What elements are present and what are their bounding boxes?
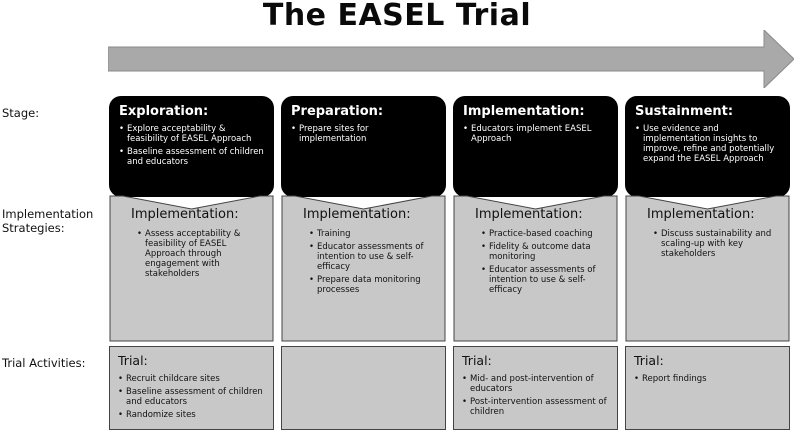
stage-box-sustainment: Sustainment: Use evidence and implementat…	[625, 96, 790, 197]
bullet-list: Recruit childcare sitesBaseline assessme…	[118, 374, 265, 420]
bullet-item: Recruit childcare sites	[118, 374, 265, 384]
bullet-item: Prepare data monitoring processes	[309, 275, 440, 295]
trial-title: Trial:	[462, 353, 492, 368]
bullet-item: Post-intervention assessment of children	[462, 397, 609, 417]
trial-title: Trial:	[634, 353, 664, 368]
stage-title: Exploration:	[119, 104, 209, 119]
strategy-box-implementation: Implementation: Practice-based coachingFi…	[453, 195, 618, 342]
bullet-item: Assess acceptability & feasibility of EA…	[137, 229, 268, 279]
trial-box-implementation: Trial: Mid- and post-intervention of educ…	[453, 346, 618, 430]
bullet-list: Educators implement EASEL Approach	[463, 124, 610, 144]
bullet-list: Mid- and post-intervention of educatorsP…	[462, 374, 609, 417]
bullet-item: Mid- and post-intervention of educators	[462, 374, 609, 394]
strategy-title: Implementation:	[131, 207, 239, 222]
bullet-item: Training	[309, 229, 440, 239]
stage-box-exploration: Exploration: Explore acceptability & feas…	[109, 96, 274, 197]
strategy-title: Implementation:	[647, 207, 755, 222]
bullet-list: Use evidence and implementation insights…	[635, 124, 782, 164]
bullet-list: Explore acceptability & feasibility of E…	[119, 124, 266, 167]
stage-title: Sustainment:	[635, 104, 734, 119]
trial-box-sustainment: Trial: Report findings	[625, 346, 790, 430]
strategy-box-sustainment: Implementation: Discuss sustainability an…	[625, 195, 790, 342]
trial-title: Trial:	[118, 353, 148, 368]
stage-title: Preparation:	[291, 104, 384, 119]
bullet-item: Randomize sites	[118, 410, 265, 420]
bullet-item: Prepare sites for implementation	[291, 124, 438, 144]
bullet-list: Report findings	[634, 374, 781, 384]
diagram-title: The EASEL Trial	[262, 0, 532, 33]
strategy-content: Implementation: Discuss sustainability an…	[647, 207, 784, 262]
stage-title: Implementation:	[463, 104, 585, 119]
bullet-item: Fidelity & outcome data monitoring	[481, 242, 612, 262]
bullet-item: Use evidence and implementation insights…	[635, 124, 782, 164]
bullet-list: Prepare sites for implementation	[291, 124, 438, 144]
trial-box-exploration: Trial: Recruit childcare sitesBaseline as…	[109, 346, 274, 430]
strategy-content: Implementation: Practice-based coachingFi…	[475, 207, 612, 298]
strategy-content: Implementation: Assess acceptability & fe…	[131, 207, 268, 282]
bullet-item: Educator assessments of intention to use…	[309, 242, 440, 272]
row-label-strategies: Implementation Strategies:	[2, 207, 94, 235]
strategy-title: Implementation:	[475, 207, 583, 222]
row-label-stage: Stage:	[2, 106, 40, 120]
strategy-box-exploration: Implementation: Assess acceptability & fe…	[109, 195, 274, 342]
bullet-item: Practice-based coaching	[481, 229, 612, 239]
strategy-box-preparation: Implementation: TrainingEducator assessme…	[281, 195, 446, 342]
bullet-item: Discuss sustainability and scaling-up wi…	[653, 229, 784, 259]
bullet-item: Educator assessments of intention to use…	[481, 265, 612, 295]
stage-box-implementation: Implementation: Educators implement EASEL…	[453, 96, 618, 197]
timeline-arrow	[108, 30, 794, 88]
strategy-content: Implementation: TrainingEducator assessme…	[303, 207, 440, 298]
strategy-title: Implementation:	[303, 207, 411, 222]
bullet-item: Educators implement EASEL Approach	[463, 124, 610, 144]
row-label-activities: Trial Activities:	[2, 356, 86, 370]
bullet-item: Baseline assessment of children and educ…	[118, 387, 265, 407]
bullet-list: Discuss sustainability and scaling-up wi…	[653, 229, 784, 259]
bullet-list: Assess acceptability & feasibility of EA…	[137, 229, 268, 279]
bullet-item: Baseline assessment of children and educ…	[119, 147, 266, 167]
bullet-item: Explore acceptability & feasibility of E…	[119, 124, 266, 144]
trial-box-preparation	[281, 346, 446, 430]
bullet-list: TrainingEducator assessments of intentio…	[309, 229, 440, 295]
bullet-item: Report findings	[634, 374, 781, 384]
bullet-list: Practice-based coachingFidelity & outcom…	[481, 229, 612, 295]
stage-box-preparation: Preparation: Prepare sites for implementa…	[281, 96, 446, 197]
